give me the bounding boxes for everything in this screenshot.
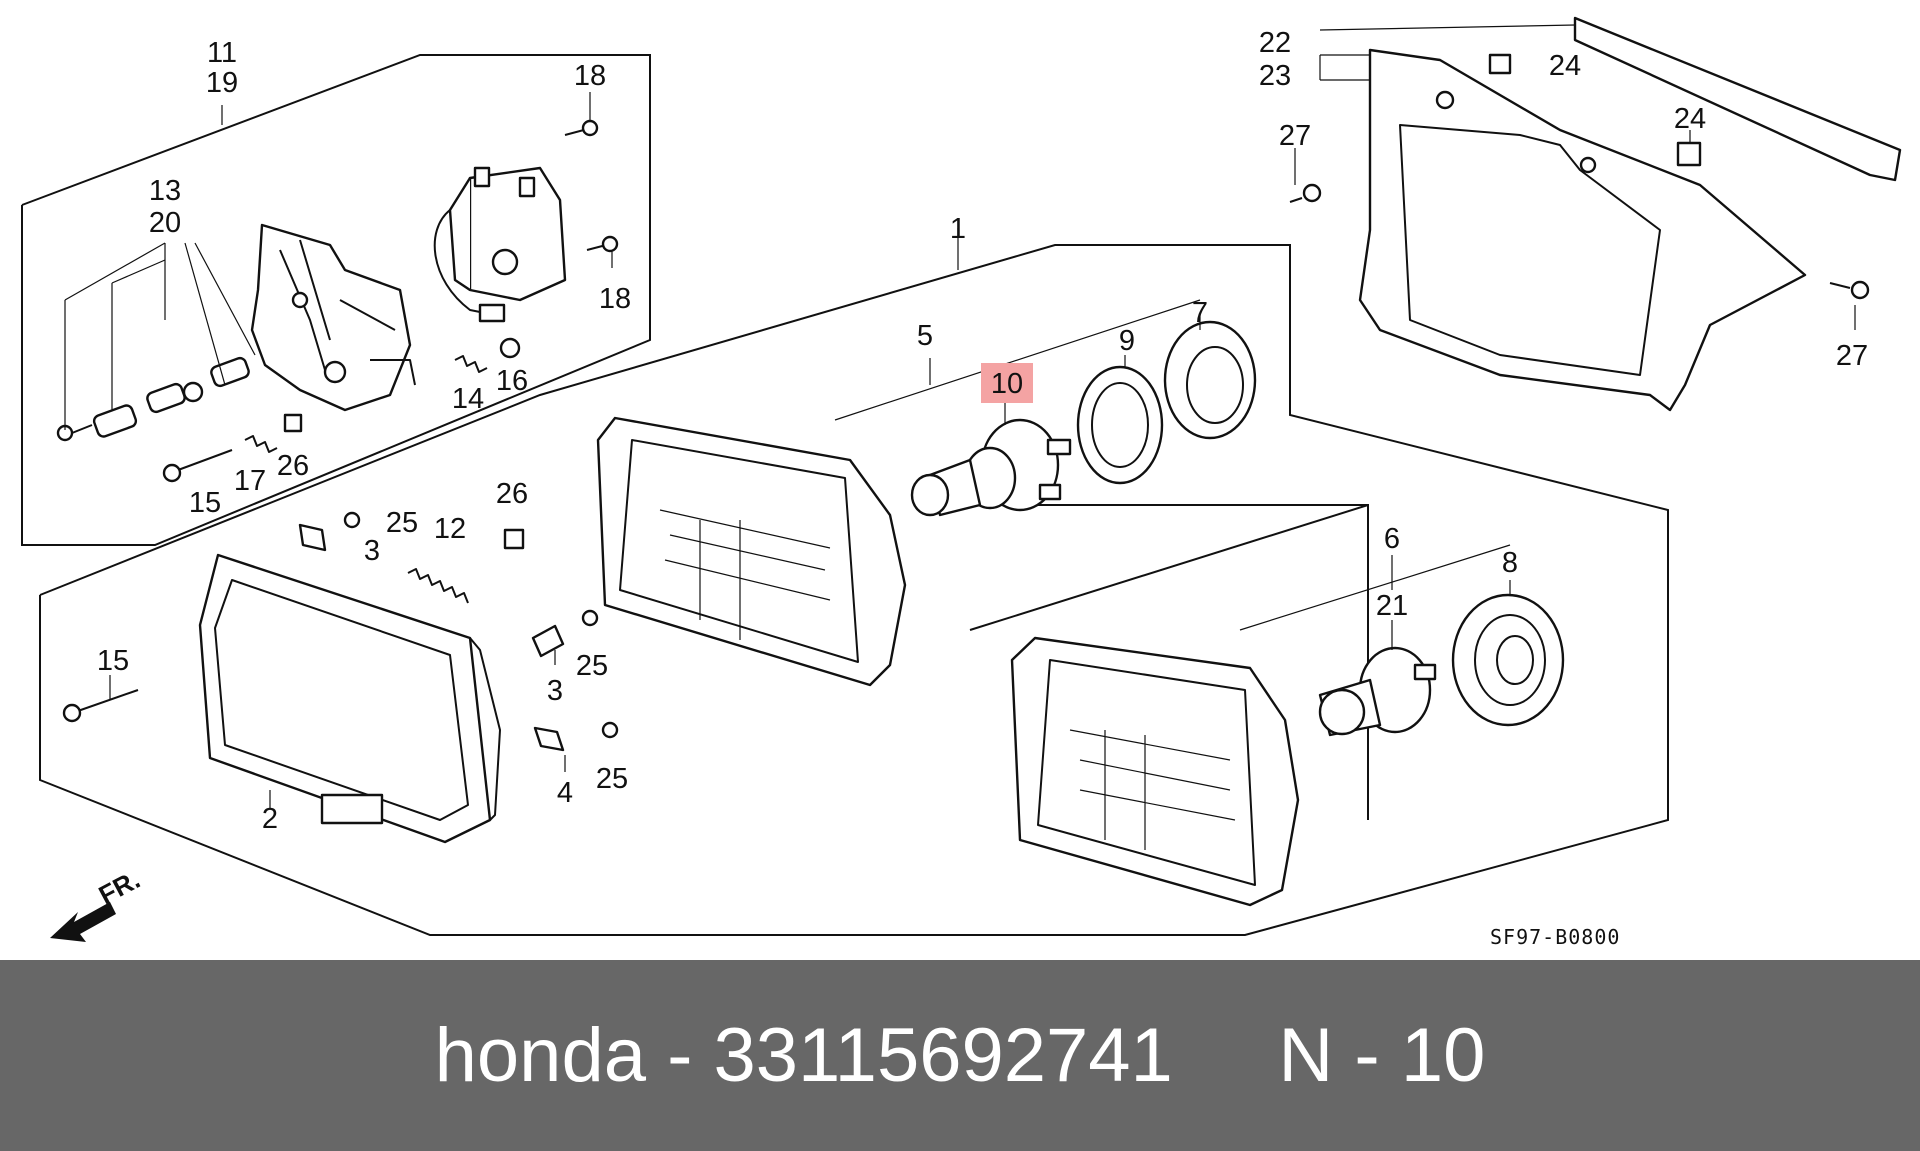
diagram-code: SF97-B0800 (1490, 925, 1620, 949)
callout-15a: 15 (189, 487, 221, 519)
callout-27a: 27 (1279, 120, 1311, 152)
adjuster-motor (433, 166, 567, 323)
headlamp-upper (596, 416, 907, 687)
callout-2: 2 (262, 803, 278, 835)
callout-19: 19 (206, 67, 238, 99)
callout-18b: 18 (599, 283, 631, 315)
callout-27b: 27 (1836, 340, 1868, 372)
direction-label: FR. (94, 864, 145, 910)
callout-labels: 11 19 18 13 20 18 14 16 15 17 26 26 25 3… (97, 27, 1868, 835)
parts-diagram: 11 19 18 13 20 18 14 16 15 17 26 26 25 3… (21, 16, 1902, 949)
headlight-housing (1289, 16, 1902, 412)
callout-23: 23 (1259, 60, 1291, 92)
callout-18a: 18 (574, 60, 606, 92)
callout-20: 20 (149, 207, 181, 239)
callout-7: 7 (1192, 297, 1208, 329)
callout-5: 5 (917, 320, 933, 352)
leader-lines (64, 24, 1856, 808)
callout-26a: 26 (277, 450, 309, 482)
callout-1: 1 (950, 213, 966, 245)
caption-bar: honda - 33115692741 N - 10 (0, 960, 1920, 1151)
front-direction-arrow: FR. (50, 864, 145, 942)
bulb-lower (1318, 646, 1437, 737)
callout-11: 11 (207, 37, 237, 69)
callout-26b: 26 (496, 478, 528, 510)
callout-14: 14 (452, 383, 484, 415)
callout-21: 21 (1376, 590, 1408, 622)
callout-12: 12 (434, 513, 466, 545)
callout-17: 17 (234, 465, 266, 497)
callout-24a: 24 (1549, 50, 1581, 82)
small-hardware-left (56, 119, 619, 483)
bulb-upper (910, 418, 1072, 517)
callout-9: 9 (1119, 325, 1135, 357)
callout-13: 13 (149, 175, 181, 207)
callout-3b: 3 (547, 675, 563, 707)
callout-8: 8 (1502, 547, 1518, 579)
bracket-assembly-outline (21, 54, 651, 546)
callout-25b: 25 (576, 650, 608, 682)
callout-6: 6 (1384, 523, 1400, 555)
callout-22: 22 (1259, 27, 1291, 59)
callout-25c: 25 (596, 763, 628, 795)
highlight-box (981, 363, 1033, 403)
callout-16: 16 (496, 365, 528, 397)
seals-and-covers (1076, 320, 1565, 727)
callout-4: 4 (557, 777, 573, 809)
screws-and-clips (62, 511, 619, 752)
headlamp-lower (1010, 636, 1300, 907)
callout-3a: 3 (364, 535, 380, 567)
callout-15b: 15 (97, 645, 129, 677)
headlight-bracket (250, 223, 416, 412)
headlight-frame (198, 553, 501, 844)
part-caption: honda - 33115692741 N - 10 (434, 1013, 1486, 1098)
callout-25a: 25 (386, 507, 418, 539)
callout-10: 10 (991, 368, 1023, 400)
callout-24b: 24 (1674, 103, 1706, 135)
